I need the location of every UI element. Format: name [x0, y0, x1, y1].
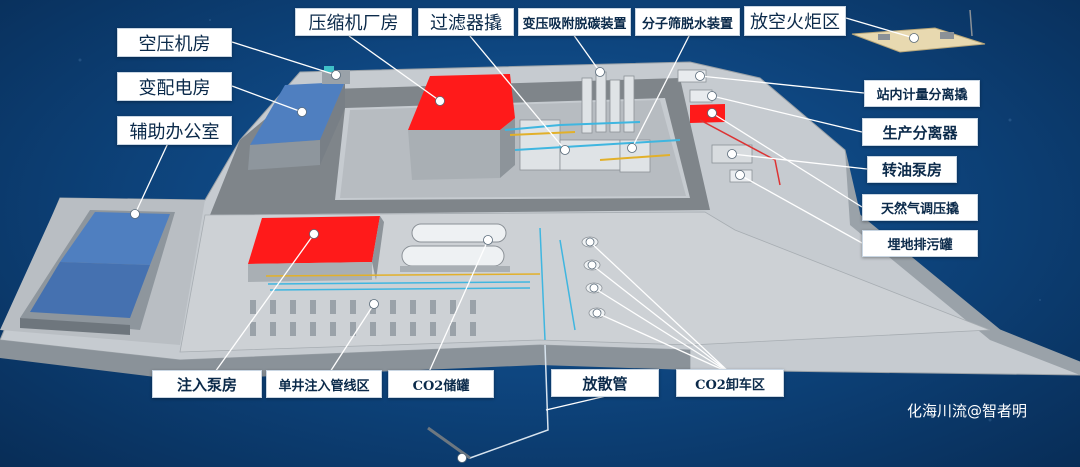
label-single-well-manifold: 单井注入管线区 — [266, 370, 382, 398]
label-mol-sieve: 分子筛脱水装置 — [635, 8, 740, 36]
injection-pump-room — [248, 216, 384, 282]
manifold-area — [267, 227, 576, 341]
label-compressor-building: 压缩机厂房 — [295, 8, 412, 36]
co2-tanks — [400, 223, 510, 272]
label-co2-tanks: CO2储罐 — [388, 370, 494, 398]
label-production-separator: 生产分离器 — [862, 118, 978, 146]
label-co2-unloading: CO2卸车区 — [676, 369, 784, 397]
watermark-text: 化海川流@智者明 — [907, 402, 1028, 420]
label-aux-office: 辅助办公室 — [117, 116, 232, 145]
label-air-compressor-room: 空压机房 — [117, 28, 232, 57]
callout-dots — [130, 33, 919, 463]
aux-office-building — [20, 210, 175, 335]
label-filter-skid: 过滤器撬 — [418, 8, 514, 36]
label-injection-pump-room: 注入泵房 — [152, 370, 262, 398]
label-psa-decarb: 变压吸附脱碳装置 — [518, 8, 631, 36]
label-flare-area: 放空火炬区 — [744, 6, 846, 36]
flare-area-pad — [851, 9, 986, 53]
label-buried-drain-tank: 埋地排污罐 — [862, 230, 978, 257]
label-oil-pump-room: 转油泵房 — [867, 156, 957, 183]
label-vent-pipe: 放散管 — [551, 369, 659, 397]
label-substation: 变配电房 — [117, 72, 232, 101]
compressor-building — [408, 74, 515, 180]
process-equipment — [519, 71, 651, 173]
manifold-rows — [250, 300, 476, 336]
label-gas-compressor-skid: 天然气调压撬 — [862, 194, 978, 221]
label-metering-separator: 站内计量分离撬 — [864, 80, 980, 107]
